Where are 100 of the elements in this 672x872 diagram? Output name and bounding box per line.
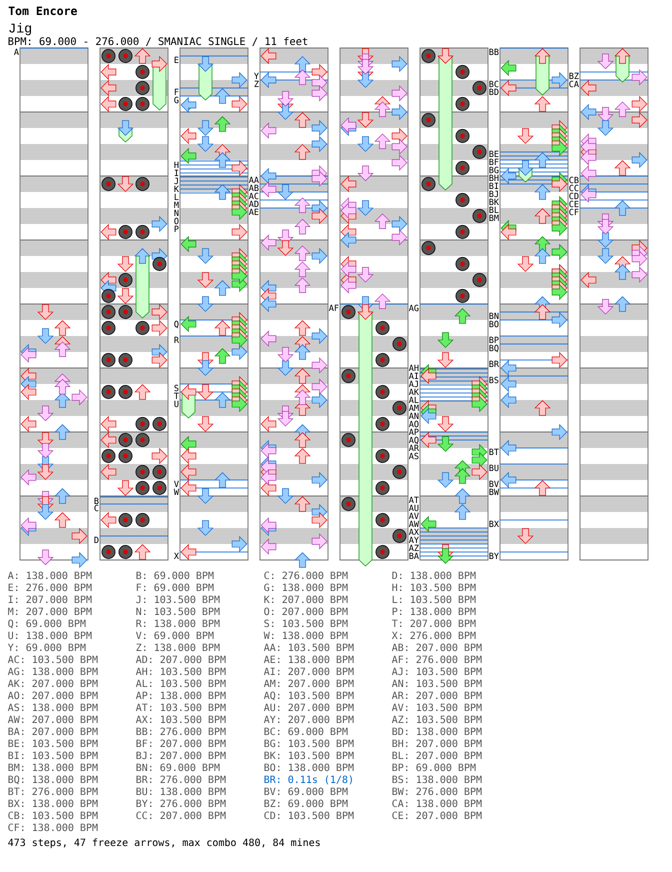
marker-label: H xyxy=(174,162,178,168)
bpm-entry: BY: 276.000 BPM xyxy=(136,800,226,808)
bpm-entry: AW: 207.000 BPM xyxy=(8,716,98,724)
bpm-entry: AR: 207.000 BPM xyxy=(392,692,482,700)
bpm-entry: AO: 207.000 BPM xyxy=(8,692,98,700)
bpm-entry: AG: 138.000 BPM xyxy=(8,668,98,676)
marker-label: AQ xyxy=(408,436,419,444)
title: Tom Encore xyxy=(8,6,77,16)
marker-label: BX xyxy=(489,520,499,527)
marker-label: Z xyxy=(254,80,259,87)
marker-label: A xyxy=(14,48,19,55)
marker-label: AG xyxy=(408,304,418,312)
marker-label: BW xyxy=(489,488,499,495)
bpm-entry: BJ: 207.000 BPM xyxy=(136,752,226,760)
bpm-entry: D: 138.000 BPM xyxy=(392,572,476,580)
bpm-entry: BF: 207.000 BPM xyxy=(136,740,226,748)
marker-label: CF xyxy=(569,208,578,216)
chart-info: BPM: 69.000 - 276.000 / SMANIAC SINGLE / 11 feet xyxy=(8,37,308,46)
marker-label: AR xyxy=(408,444,419,451)
marker-label: AW xyxy=(408,520,419,527)
bpm-entry: BA: 207.000 BPM xyxy=(8,728,98,736)
bpm-entry: E: 276.000 BPM xyxy=(8,584,92,592)
bpm-entry: BC: 69.000 BPM xyxy=(264,728,348,736)
bpm-entry: BQ: 138.000 BPM xyxy=(8,776,98,784)
marker-label: Q xyxy=(174,320,178,328)
marker-label: BB xyxy=(489,48,499,55)
marker-label: BD xyxy=(489,88,498,95)
bpm-entry: BX: 138.000 BPM xyxy=(8,800,98,808)
subtitle: Jig xyxy=(9,22,31,36)
bpm-entry: BN: 69.000 BPM xyxy=(136,764,220,772)
bpm-entry: AV: 103.500 BPM xyxy=(392,704,482,712)
bpm-entry: BD: 138.000 BPM xyxy=(392,728,482,736)
marker-label: BZ xyxy=(569,72,579,79)
bpm-entry: L: 103.500 BPM xyxy=(392,596,476,604)
bpm-entry: BO: 138.000 BPM xyxy=(264,764,354,772)
marker-label: BI xyxy=(489,182,498,189)
bpm-entry: AN: 103.500 BPM xyxy=(392,680,482,688)
marker-label: BP xyxy=(489,336,499,343)
bpm-entry: AI: 207.000 BPM xyxy=(264,668,354,676)
bpm-entry: BS: 138.000 BPM xyxy=(392,776,482,784)
bpm-entry: AJ: 103.500 BPM xyxy=(392,668,482,676)
marker-label: CA xyxy=(569,80,579,88)
marker-label: BY xyxy=(489,552,499,559)
bpm-entry: BI: 103.500 BPM xyxy=(8,752,98,760)
marker-label: W xyxy=(174,488,179,495)
bpm-entry: AH: 103.500 BPM xyxy=(136,668,226,676)
bpm-entry: BW: 276.000 BPM xyxy=(392,788,482,796)
bpm-entry: P: 138.000 BPM xyxy=(392,608,476,616)
marker-label: BA xyxy=(409,552,419,559)
marker-label: L xyxy=(174,194,179,200)
stop-entry: BR: 0.11s (1/8) xyxy=(264,775,352,784)
marker-label: AM xyxy=(408,404,419,411)
bpm-entry: R: 138.000 BPM xyxy=(136,620,220,628)
marker-label: X xyxy=(174,552,179,559)
marker-label: AT xyxy=(408,496,419,503)
marker-label: K xyxy=(174,186,179,192)
marker-label: I xyxy=(174,170,178,176)
bpm-entry: U: 138.000 BPM xyxy=(8,632,92,640)
marker-label: BG xyxy=(489,166,498,174)
marker-label: BN xyxy=(489,312,498,319)
marker-label: BL xyxy=(489,206,499,213)
marker-label: BO xyxy=(489,320,499,328)
marker-label: BJ xyxy=(489,190,498,198)
bpm-entry: Z: 138.000 BPM xyxy=(136,644,220,652)
marker-label: AF xyxy=(328,304,338,311)
bpm-entry: BM: 138.000 BPM xyxy=(8,764,98,772)
bpm-entry: CE: 207.000 BPM xyxy=(392,812,482,820)
bpm-entry: S: 103.500 BPM xyxy=(264,620,348,628)
marker-label: CB xyxy=(569,176,579,184)
bpm-entry: AB: 207.000 BPM xyxy=(392,644,482,652)
marker-label: AH xyxy=(408,364,418,371)
bpm-entry: CA: 138.000 BPM xyxy=(392,800,482,808)
bpm-entry: AC: 103.500 BPM xyxy=(8,656,98,664)
bpm-entry: Q: 69.000 BPM xyxy=(8,620,86,628)
marker-label: AK xyxy=(408,388,419,395)
marker-label: BC xyxy=(489,80,498,88)
marker-label: Y xyxy=(254,72,259,79)
bpm-entry: CD: 103.500 BPM xyxy=(264,812,354,820)
bpm-entry: BU: 138.000 BPM xyxy=(136,788,226,796)
bpm-entry: AP: 138.000 BPM xyxy=(136,692,226,700)
marker-label: C xyxy=(94,504,98,512)
bpm-entry: AY: 207.000 BPM xyxy=(264,716,354,724)
marker-label: R xyxy=(174,336,179,343)
marker-label: AP xyxy=(408,428,419,435)
bpm-entry: X: 276.000 BPM xyxy=(392,632,476,640)
marker-label: V xyxy=(174,480,179,487)
marker-label: AX xyxy=(408,528,419,535)
bpm-entry: K: 207.000 BPM xyxy=(264,596,348,604)
bpm-entry: CB: 103.500 BPM xyxy=(8,812,98,820)
bpm-entry: AL: 103.500 BPM xyxy=(136,680,226,688)
marker-label: AD xyxy=(248,200,258,207)
bpm-entry: W: 138.000 BPM xyxy=(264,632,348,640)
bpm-entry: AF: 276.000 BPM xyxy=(392,656,482,664)
marker-label: E xyxy=(174,56,178,63)
marker-label: BM xyxy=(489,214,499,221)
bpm-entry: F: 69.000 BPM xyxy=(136,584,214,592)
bpm-entry: AE: 138.000 BPM xyxy=(264,656,354,664)
marker-label: O xyxy=(174,218,178,224)
marker-label: AY xyxy=(408,536,419,543)
bpm-entry: BP: 69.000 BPM xyxy=(392,764,476,772)
